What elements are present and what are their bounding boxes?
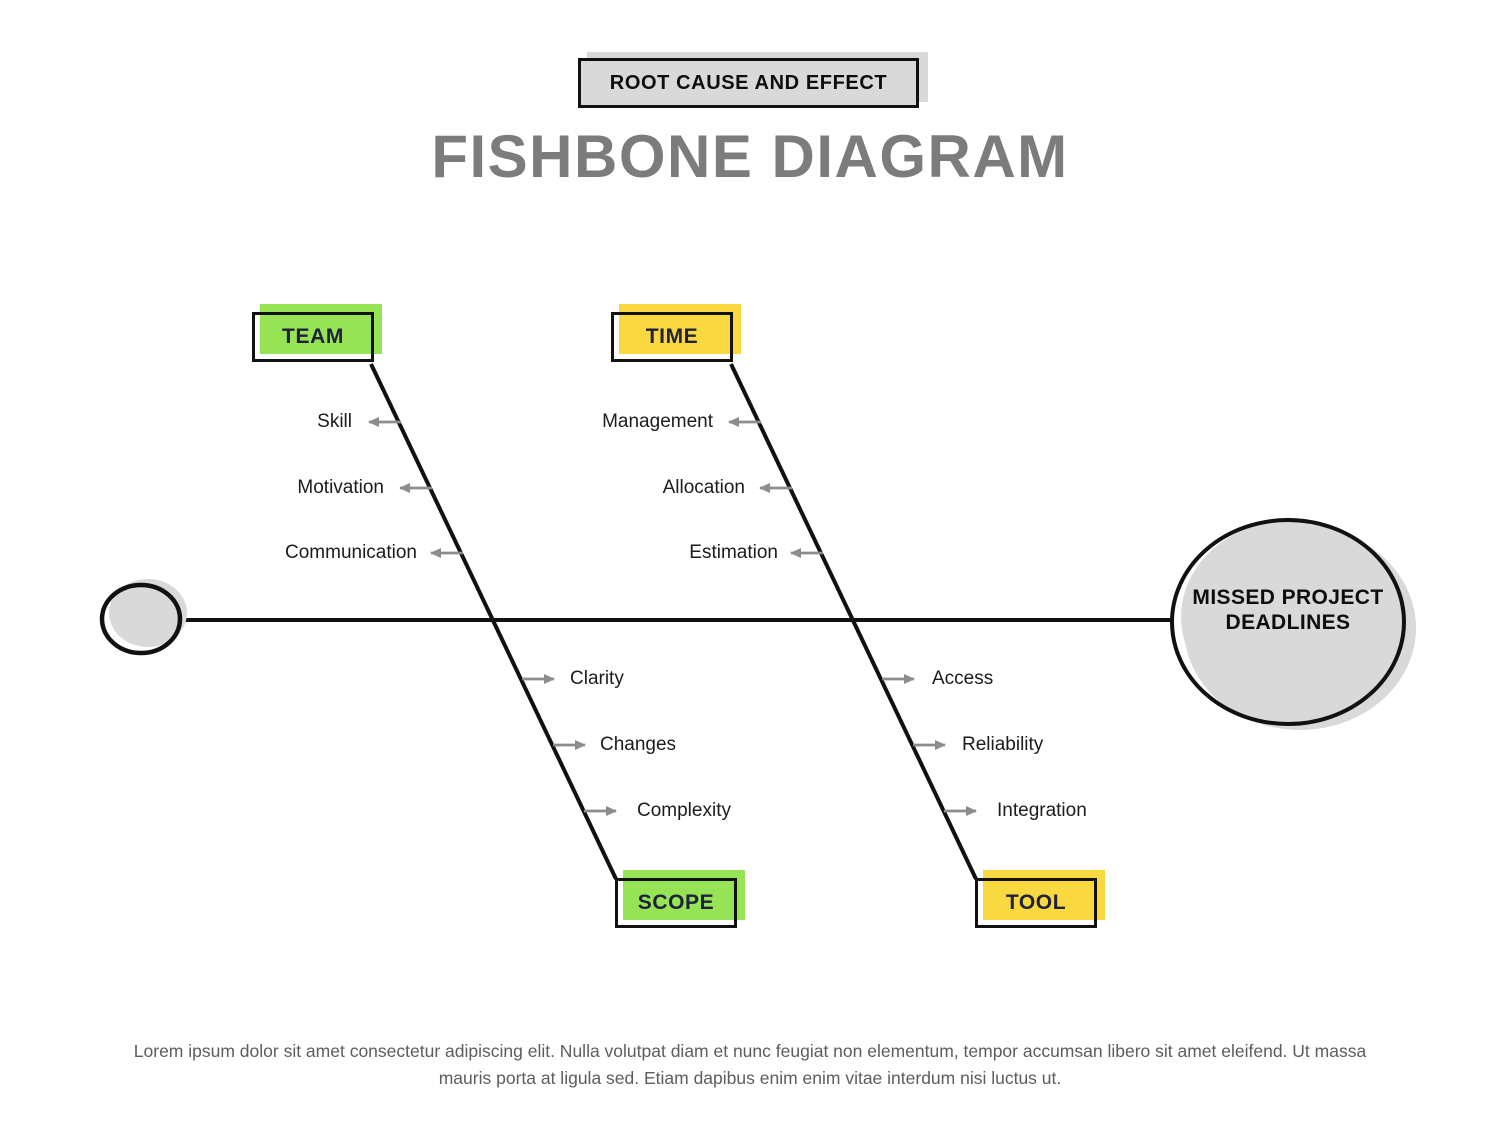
footer-text: Lorem ipsum dolor sit amet consectetur a… [133,1041,1367,1089]
team-scope-bone [369,363,618,880]
cause-access: Access [932,668,994,689]
scope-label-text: SCOPE [615,878,737,928]
cause-communication: Communication [285,542,417,563]
category-label-time: TIME [611,304,741,362]
team-label-text: TEAM [252,312,374,362]
time-tool-bone [729,363,978,880]
cause-reliability: Reliability [962,734,1044,755]
category-label-tool: TOOL [975,870,1105,928]
tail-node [99,579,187,656]
root-cause-badge: ROOT CAUSE AND EFFECT [578,52,928,108]
tool-label-text: TOOL [975,878,1097,928]
time-label-text: TIME [611,312,733,362]
cause-estimation: Estimation [689,542,778,563]
cause-arrows [368,417,977,816]
cause-changes: Changes [600,734,677,755]
cause-management: Management [602,411,713,432]
page-title: FISHBONE DIAGRAM [431,123,1069,190]
category-label-team: TEAM [252,304,382,362]
effect-label: MISSED PROJECT DEADLINES [1192,586,1384,634]
effect-node [1170,518,1416,730]
cause-integration: Integration [997,800,1087,821]
cause-allocation: Allocation [662,477,745,498]
badge-label: ROOT CAUSE AND EFFECT [578,58,919,108]
cause-skill: Skill [317,411,352,432]
category-label-scope: SCOPE [615,870,745,928]
cause-complexity: Complexity [637,800,731,821]
cause-clarity: Clarity [570,668,624,689]
cause-motivation: Motivation [297,477,384,498]
